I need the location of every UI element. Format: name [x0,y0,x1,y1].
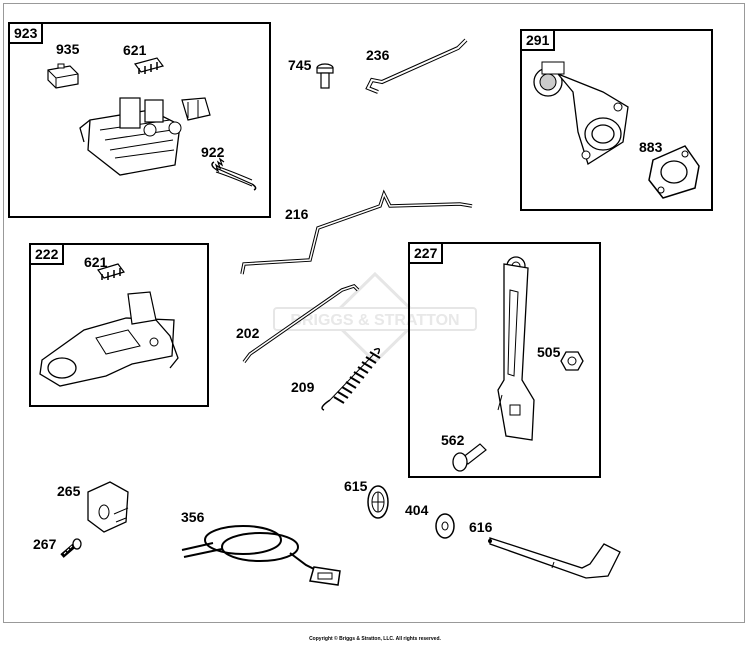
part-745-screw[interactable] [316,62,334,90]
part-227-lever[interactable] [492,250,544,445]
part-label-616[interactable]: 616 [469,519,493,535]
group-box-222: 222 [29,243,209,407]
part-222-bracket[interactable] [36,290,186,390]
group-box-923: 923 [8,22,271,218]
part-615-pulley[interactable] [364,484,394,520]
part-209-spring[interactable] [316,344,386,414]
part-label-922[interactable]: 922 [201,144,225,160]
part-922-spring[interactable] [208,157,260,191]
part-356-wire-harness[interactable] [178,515,348,590]
group-box-227: 227 [408,242,601,478]
part-291-governor[interactable] [528,52,638,167]
group-number: 923 [10,24,44,44]
part-621-clip[interactable] [133,56,165,78]
copyright-text: Copyright © Briggs & Stratton, LLC. All … [309,636,441,642]
part-label-356[interactable]: 356 [181,509,205,525]
part-883-gasket[interactable] [645,142,703,202]
group-box-291: 291 [520,29,713,211]
part-label-505[interactable]: 505 [537,344,561,360]
brand-watermark: BRIGGS & STRATTON [270,271,480,365]
part-267-screw[interactable] [60,538,82,560]
part-label-935[interactable]: 935 [56,41,80,57]
part-label-621[interactable]: 621 [123,42,147,58]
part-404-washer[interactable] [434,513,456,539]
part-236-rod[interactable] [362,36,474,94]
part-label-404[interactable]: 404 [405,502,429,518]
part-616-link-arm[interactable] [486,534,626,580]
part-562-bolt[interactable] [452,440,488,472]
part-505-nut[interactable] [560,350,584,372]
group-number: 222 [31,245,65,265]
part-216-link[interactable] [236,188,482,278]
part-label-209[interactable]: 209 [291,379,315,395]
part-202-link[interactable] [238,282,364,368]
part-621b-clip[interactable] [96,262,126,284]
part-label-202[interactable]: 202 [236,325,260,341]
group-number: 227 [410,244,444,264]
part-923-control-bracket[interactable] [79,80,215,180]
part-label-562[interactable]: 562 [441,432,465,448]
part-label-216[interactable]: 216 [285,206,309,222]
part-label-621b[interactable]: 621 [84,254,108,270]
part-label-267[interactable]: 267 [33,536,57,552]
part-label-745[interactable]: 745 [288,57,312,73]
diagram-frame [3,3,745,623]
part-label-615[interactable]: 615 [344,478,368,494]
part-label-265[interactable]: 265 [57,483,81,499]
group-number: 291 [522,31,556,51]
part-label-236[interactable]: 236 [366,47,390,63]
watermark-text: BRIGGS & STRATTON [290,312,459,329]
part-label-883[interactable]: 883 [639,139,663,155]
part-935-switch[interactable] [44,62,84,94]
part-265-block[interactable] [84,478,132,536]
